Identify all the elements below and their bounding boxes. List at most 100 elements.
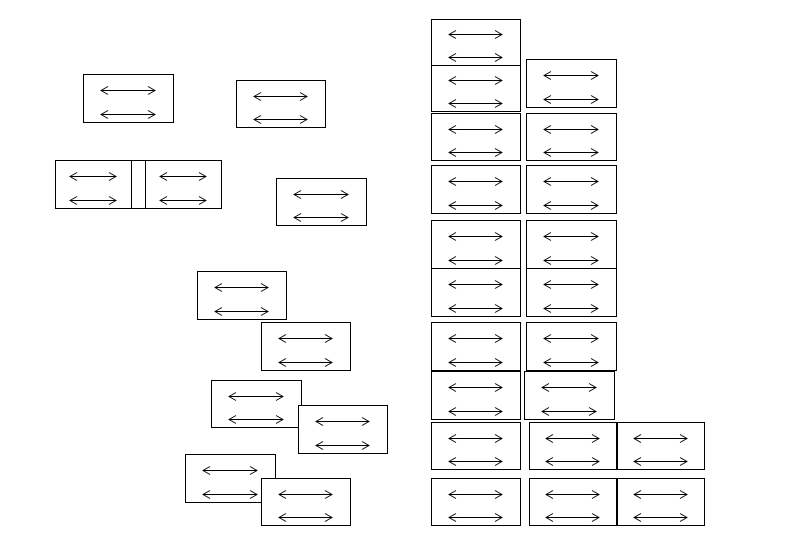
block-border (431, 422, 521, 470)
diagram-blocks (55, 19, 705, 526)
double-arrow-icon (278, 334, 333, 343)
double-arrow-icon (293, 190, 349, 199)
diagram-block (431, 422, 521, 470)
double-arrow-icon (278, 513, 333, 522)
block-border (431, 322, 521, 371)
double-arrow-icon (543, 232, 599, 241)
block-border (261, 478, 351, 526)
double-arrow-icon (448, 358, 503, 367)
double-arrow-icon (448, 148, 503, 157)
diagram-block (276, 178, 367, 226)
double-arrow-icon (448, 201, 503, 210)
diagram-block (83, 74, 174, 123)
diagram-block (55, 160, 132, 209)
double-arrow-icon (633, 513, 688, 522)
double-arrow-icon (543, 201, 599, 210)
double-arrow-icon (448, 30, 503, 39)
double-arrow-icon (253, 92, 308, 101)
double-arrow-icon (543, 71, 599, 80)
diagram-block (431, 322, 521, 371)
block-border (431, 65, 521, 112)
diagram-block (185, 454, 276, 503)
double-arrow-icon (545, 490, 600, 499)
block-border (431, 268, 521, 317)
double-arrow-icon (202, 466, 258, 475)
double-arrow-icon (448, 76, 503, 85)
diagram-block (131, 160, 146, 209)
double-arrow-icon (448, 457, 503, 466)
diagram-block (261, 322, 351, 371)
block-border (526, 165, 617, 214)
double-arrow-icon (448, 513, 503, 522)
double-arrow-icon (228, 392, 284, 401)
diagram-block (526, 322, 617, 371)
double-arrow-icon (228, 415, 284, 424)
block-border (236, 80, 326, 128)
double-arrow-icon (278, 490, 333, 499)
block-border (83, 74, 174, 123)
block-border (529, 478, 617, 526)
double-arrow-icon (633, 434, 688, 443)
double-arrow-icon (633, 457, 688, 466)
block-border (431, 19, 521, 66)
diagram-block (617, 422, 705, 470)
double-arrow-icon (69, 172, 117, 181)
diagram-block (236, 80, 326, 128)
double-arrow-icon (448, 177, 503, 186)
double-arrow-icon (315, 417, 370, 426)
double-arrow-icon (214, 307, 269, 316)
double-arrow-icon (159, 172, 207, 181)
diagram-block (298, 405, 388, 454)
block-border (431, 371, 521, 420)
double-arrow-icon (545, 434, 600, 443)
block-border (526, 59, 617, 108)
block-border (431, 165, 521, 214)
diagram-block (431, 478, 521, 526)
block-border (524, 371, 615, 420)
block-border (431, 113, 521, 161)
double-arrow-icon (545, 457, 600, 466)
double-arrow-icon (543, 177, 599, 186)
double-arrow-icon (541, 383, 597, 392)
double-arrow-icon (448, 53, 503, 62)
double-arrow-icon (543, 256, 599, 265)
diagram-block (431, 165, 521, 214)
diagram-block (431, 268, 521, 317)
diagram-block (529, 478, 617, 526)
block-border (617, 422, 705, 470)
block-border (131, 160, 146, 209)
diagram-block (617, 478, 705, 526)
block-border (197, 271, 287, 320)
diagram-block (524, 371, 615, 420)
block-border (526, 220, 617, 269)
double-arrow-icon (543, 95, 599, 104)
double-arrow-icon (448, 383, 503, 392)
double-arrow-icon (448, 334, 503, 343)
block-border (55, 160, 132, 209)
block-border (431, 478, 521, 526)
double-arrow-icon (214, 283, 269, 292)
double-arrow-icon (545, 513, 600, 522)
diagram-block (197, 271, 287, 320)
diagram-block (261, 478, 351, 526)
block-border (211, 380, 302, 428)
block-border (617, 478, 705, 526)
double-arrow-icon (543, 358, 599, 367)
diagram-block (431, 65, 521, 112)
block-border (526, 113, 617, 161)
double-arrow-icon (448, 434, 503, 443)
block-border (526, 322, 617, 371)
double-arrow-icon (543, 304, 599, 313)
block-border (261, 322, 351, 371)
double-arrow-icon (293, 213, 349, 222)
double-arrow-icon (100, 110, 156, 119)
double-arrow-icon (448, 99, 503, 108)
double-arrow-icon (448, 256, 503, 265)
block-border (529, 422, 617, 470)
double-arrow-icon (278, 358, 333, 367)
double-arrow-icon (448, 125, 503, 134)
block-border (431, 220, 521, 269)
diagram-block (526, 165, 617, 214)
diagram-block (526, 59, 617, 108)
